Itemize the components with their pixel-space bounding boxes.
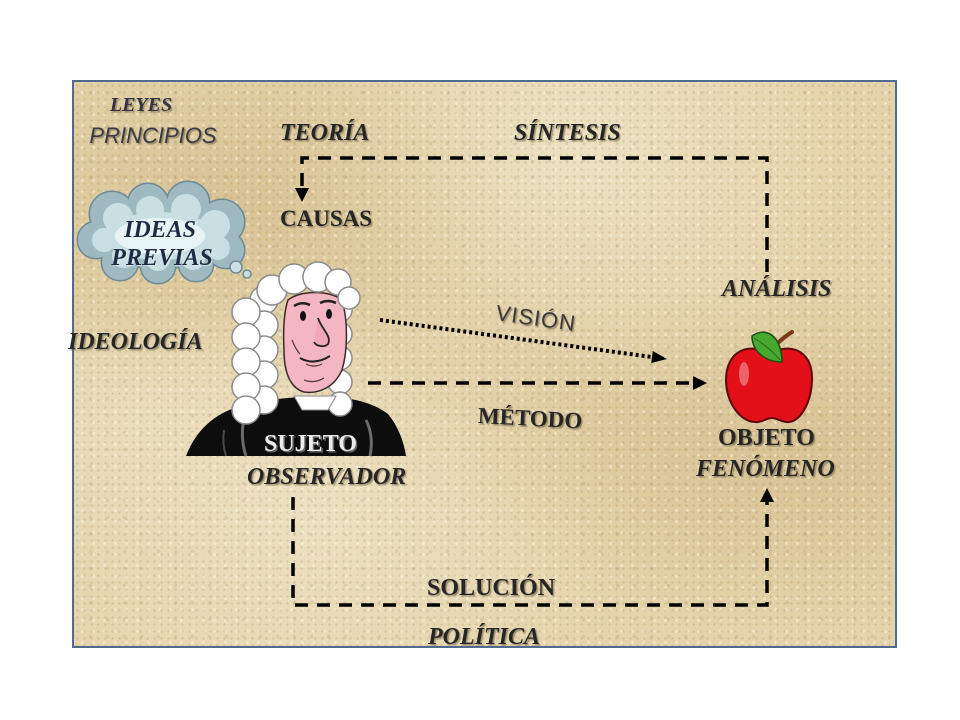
- synthesis-arrow-head: [295, 188, 309, 202]
- solution-arrow-head: [760, 488, 774, 502]
- label-teoria: TEORÍA: [280, 120, 370, 146]
- label-sintesis: SÍNTESIS: [514, 120, 621, 146]
- label-fenomeno: FENÓMENO: [696, 456, 835, 482]
- thought-bubble-large: [229, 260, 243, 274]
- thought-bubble-small: [242, 269, 252, 279]
- wig-top: [256, 261, 361, 310]
- vision-arrow-head: [651, 351, 667, 363]
- label-leyes: LEYES: [109, 94, 173, 116]
- apple-body: [724, 347, 814, 424]
- label-solucion: SOLUCIÓN: [427, 575, 556, 601]
- left-eye: [300, 311, 306, 321]
- vision-arrow-line: [379, 318, 653, 359]
- label-ideas: IDEAS: [123, 217, 197, 243]
- label-principios: PRINCIPIOS: [89, 123, 217, 148]
- wigged-scholar-icon: [186, 261, 406, 457]
- thought-cloud-icon: [76, 180, 252, 285]
- right-eye: [326, 309, 332, 319]
- solution-arrow: [291, 488, 774, 607]
- label-analisis: ANÁLISIS: [722, 276, 832, 302]
- label-observador: OBSERVADOR: [247, 464, 407, 490]
- label-previas: PREVIAS: [111, 245, 213, 271]
- label-objeto: OBJETO: [718, 425, 815, 451]
- label-ideologia: IDEOLOGÍA: [68, 329, 203, 355]
- jabot-collar: [293, 395, 337, 411]
- nose: [313, 317, 330, 348]
- mouth: [299, 355, 331, 363]
- method-arrow: [368, 376, 707, 390]
- synthesis-arrow: [295, 156, 769, 272]
- label-sujeto: SUJETO: [264, 431, 357, 457]
- label-causas: CAUSAS: [280, 206, 373, 231]
- synthesis-arrow-line: [300, 156, 769, 272]
- method-arrow-head: [693, 376, 707, 390]
- solution-arrow-line: [291, 497, 769, 607]
- label-metodo: MÉTODO: [477, 403, 583, 434]
- vision-arrow: [379, 318, 667, 363]
- apple-icon: [724, 330, 814, 424]
- label-politica: POLÍTICA: [428, 624, 541, 650]
